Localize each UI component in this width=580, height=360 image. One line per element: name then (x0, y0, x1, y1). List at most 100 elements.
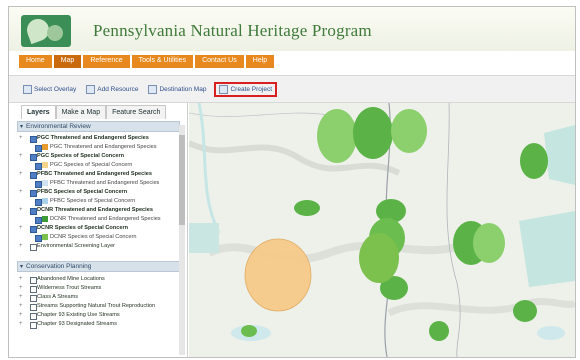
expand-icon[interactable]: + (19, 207, 23, 213)
layer-label: DCNR Species of Special Concern (50, 234, 137, 240)
layer-label: Streams Supporting Natural Trout Reprodu… (37, 303, 156, 309)
layer-row[interactable]: +DCNR Threatened and Endangered Species (17, 206, 180, 215)
layer-row[interactable]: +Abandoned Mine Locations (17, 275, 180, 284)
layer-row[interactable]: +Chapter 93 Designated Streams (17, 320, 180, 329)
layer-row[interactable]: DCNR Threatened and Endangered Species (17, 215, 180, 224)
layer-checkbox[interactable] (30, 154, 37, 161)
layer-row[interactable]: PFBC Species of Special Concern (17, 197, 180, 206)
scrollbar-thumb[interactable] (179, 135, 185, 225)
dcnr-threatened-endangered-area[interactable] (380, 276, 408, 300)
dcnr-threatened-endangered-area[interactable] (429, 321, 449, 341)
expand-icon[interactable]: + (19, 285, 23, 291)
collapse-arrow-icon: ▾ (20, 124, 24, 130)
dcnr-special-concern-area[interactable] (391, 109, 427, 153)
dcnr-special-concern-area[interactable] (359, 233, 399, 283)
nav-tab-map[interactable]: Map (53, 55, 82, 68)
layer-checkbox[interactable] (30, 313, 37, 320)
dcnr-threatened-endangered-area[interactable] (520, 143, 548, 179)
add-icon (86, 85, 96, 94)
nav-tab-help[interactable]: Help (245, 55, 275, 68)
layer-checkbox[interactable] (30, 295, 37, 302)
expand-icon[interactable]: + (19, 153, 23, 159)
layer-checkbox[interactable] (30, 226, 37, 233)
nav-tab-tools[interactable]: Tools & Utilities (131, 55, 194, 68)
expand-icon[interactable]: + (19, 294, 23, 300)
add-resource-button[interactable]: Add Resource (84, 84, 140, 95)
destination-map-button[interactable]: Destination Map (146, 84, 208, 95)
dcnr-threatened-endangered-area[interactable] (294, 200, 320, 216)
leaf-circle-icon (47, 25, 63, 41)
layer-checkbox[interactable] (30, 190, 37, 197)
water-body (537, 326, 565, 340)
section-conservation-planning[interactable]: ▾ Conservation Planning (17, 261, 180, 272)
dcnr-threatened-endangered-area[interactable] (376, 199, 406, 223)
layer-checkbox[interactable] (35, 235, 42, 242)
dcnr-threatened-endangered-area[interactable] (513, 300, 537, 322)
expand-icon[interactable]: + (19, 303, 23, 309)
layer-checkbox[interactable] (35, 217, 42, 224)
layer-checkbox[interactable] (35, 163, 42, 170)
layer-row[interactable]: +PFBC Species of Special Concern (17, 188, 180, 197)
layer-row[interactable]: DCNR Species of Special Concern (17, 233, 180, 242)
layer-row[interactable]: + Streams Supporting Natural Trout Reprod… (17, 302, 180, 311)
terrain-ridge (387, 298, 575, 317)
dcnr-threatened-endangered-area[interactable] (353, 107, 393, 159)
select-overlay-label: Select Overlay (34, 86, 77, 93)
layer-row[interactable]: +DCNR Species of Special Concern (17, 224, 180, 233)
layer-row[interactable]: +Environmental Screening Layer (17, 242, 180, 251)
nav-tab-contact[interactable]: Contact Us (195, 55, 244, 68)
layer-label: Wilderness Trout Streams (37, 285, 102, 291)
nav-tab-reference[interactable]: Reference (83, 55, 130, 68)
section-environmental-review[interactable]: ▾ Environmental Review (17, 121, 180, 132)
layer-checkbox[interactable] (35, 145, 42, 152)
tab-feature-search[interactable]: Feature Search (106, 105, 167, 119)
nav-tab-home[interactable]: Home (19, 55, 52, 68)
pgc-threatened-endangered-area[interactable] (244, 238, 312, 312)
panel-scrollbar[interactable] (179, 125, 185, 355)
layer-checkbox[interactable] (30, 277, 37, 284)
tab-layers[interactable]: Layers (21, 105, 56, 119)
expand-icon[interactable]: + (19, 312, 23, 318)
layer-checkbox[interactable] (35, 199, 42, 206)
dcnr-special-concern-area[interactable] (317, 109, 357, 163)
expand-icon[interactable]: + (19, 135, 23, 141)
layer-row[interactable]: PGC Species of Special Concern (17, 161, 180, 170)
layer-row[interactable]: +PFBC Threatened and Endangered Species (17, 170, 180, 179)
layer-row[interactable]: + Wilderness Trout Streams (17, 284, 180, 293)
layer-checkbox[interactable] (30, 286, 37, 293)
pnhp-logo[interactable] (21, 15, 71, 47)
pfbc-special-concern-area[interactable] (544, 125, 575, 185)
select-icon (23, 85, 32, 94)
expand-icon[interactable]: + (19, 171, 23, 177)
collapse-arrow-icon: ▾ (20, 264, 24, 270)
layer-checkbox[interactable] (30, 244, 37, 251)
map-view[interactable] (189, 103, 575, 357)
layer-checkbox[interactable] (30, 136, 37, 143)
select-overlay-button[interactable]: Select Overlay (21, 84, 78, 95)
pfbc-special-concern-area[interactable] (519, 211, 575, 287)
layer-checkbox[interactable] (30, 322, 37, 329)
tab-make-a-map[interactable]: Make a Map (55, 105, 107, 119)
layer-row[interactable]: PFBC Threatened and Endangered Species (17, 179, 180, 188)
expand-icon[interactable]: + (19, 225, 23, 231)
layer-row[interactable]: +PGC Species of Special Concern (17, 152, 180, 161)
layer-row[interactable]: +Class A Streams (17, 293, 180, 302)
pfbc-special-concern-area[interactable] (189, 223, 219, 253)
expand-icon[interactable]: + (19, 276, 23, 282)
dcnr-special-concern-area[interactable] (241, 325, 257, 337)
layer-checkbox[interactable] (30, 208, 37, 215)
layer-checkbox[interactable] (30, 172, 37, 179)
create-project-button[interactable]: Create Project (214, 82, 278, 97)
dcnr-special-concern-area[interactable] (473, 223, 505, 263)
map-canvas[interactable] (189, 103, 575, 357)
layer-checkbox[interactable] (35, 181, 42, 188)
layer-row[interactable]: +Chapter 93 Existing Use Streams (17, 311, 180, 320)
layer-row[interactable]: PGC Threatened and Endangered Species (17, 143, 180, 152)
expand-icon[interactable]: + (19, 321, 23, 327)
expand-icon[interactable]: + (19, 189, 23, 195)
layer-checkbox[interactable] (30, 304, 37, 311)
terrain-ridge (207, 239, 471, 263)
layer-row[interactable]: +PGC Threatened and Endangered Species (17, 134, 180, 143)
add-resource-label: Add Resource (97, 86, 139, 93)
expand-icon[interactable]: + (19, 243, 23, 249)
